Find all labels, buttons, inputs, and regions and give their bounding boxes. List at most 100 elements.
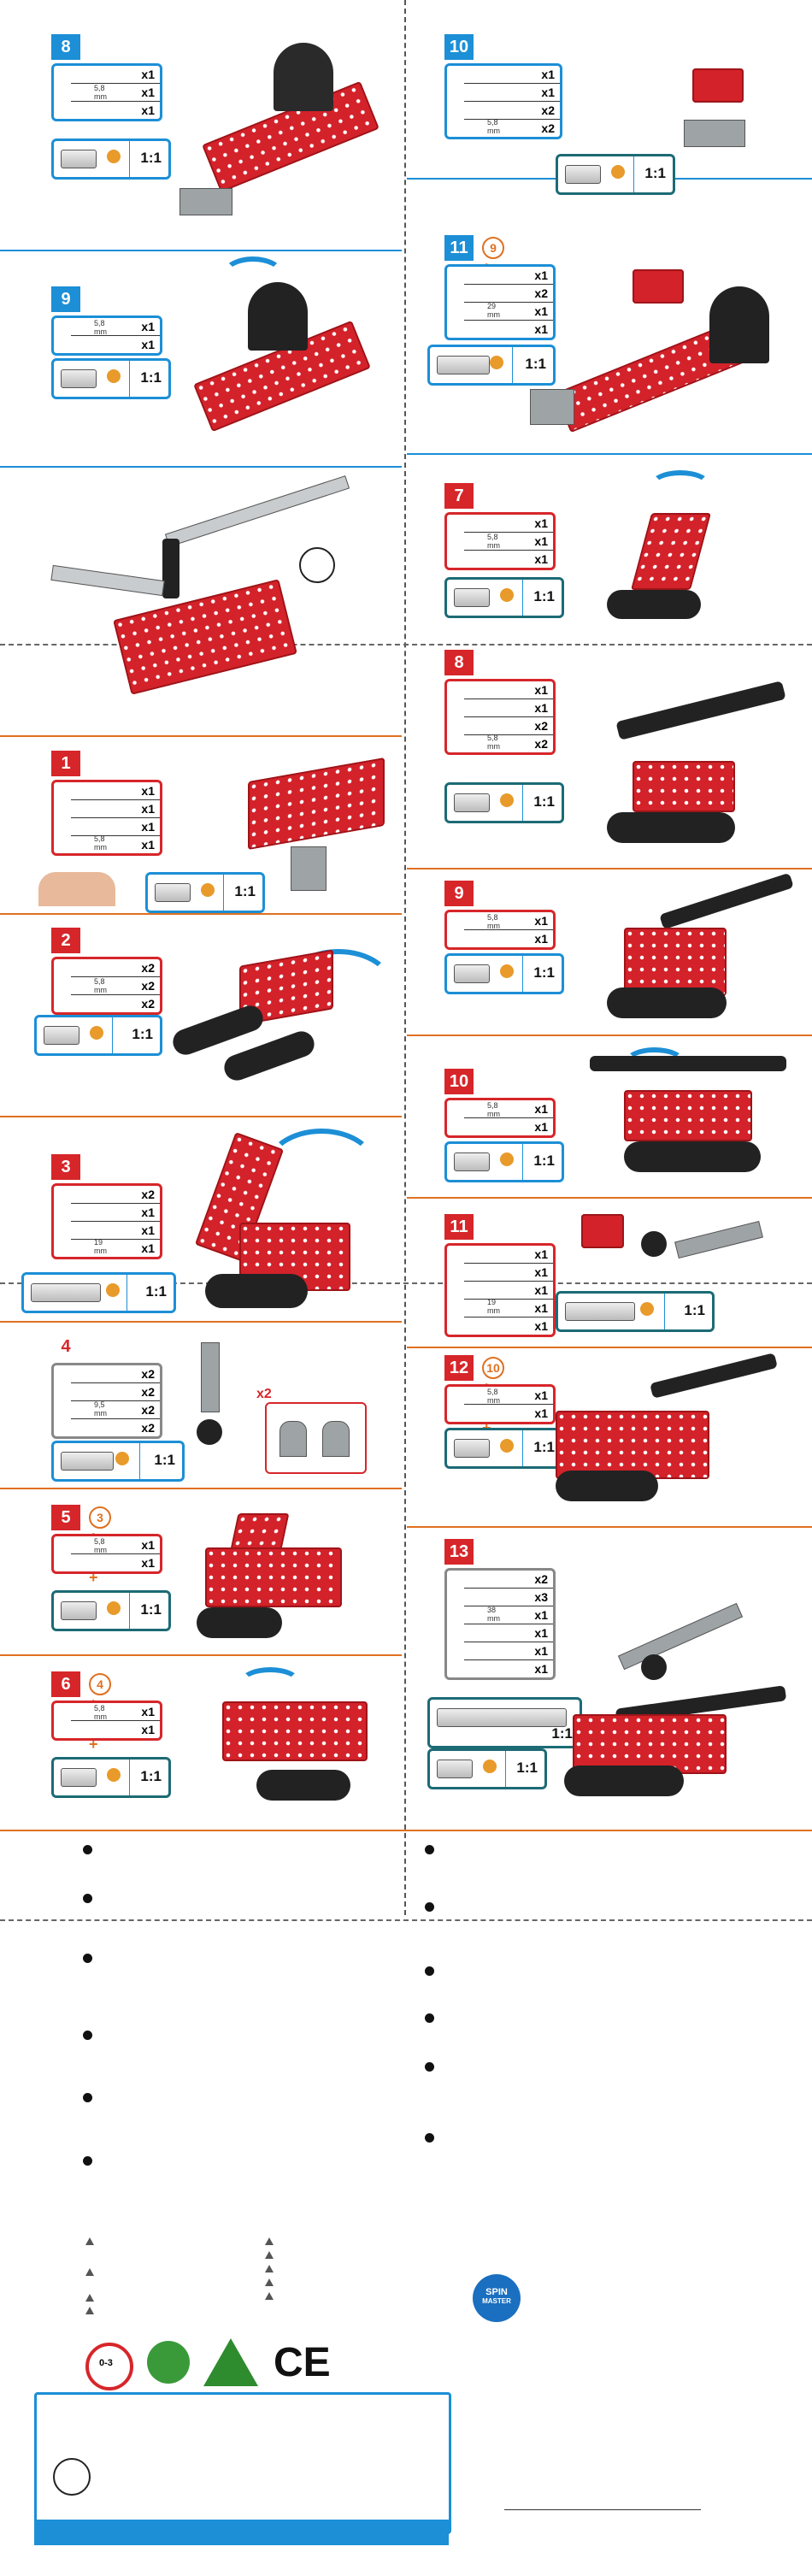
section-divider [0,1116,402,1117]
scale-box: 1:1 [444,953,564,994]
section-divider [407,1197,812,1199]
model-step-2 [169,923,395,1084]
warning-icon [85,2294,94,2302]
bolt-icon [565,1302,635,1321]
part-spec: 19 mm [487,1298,500,1315]
parts-list: x2 x2 x2 x2 [51,1363,162,1439]
warning-icon [85,2268,94,2276]
part-qty: x1 [141,103,155,117]
scale-box: 1:1 [444,577,564,618]
part-qty: x1 [71,800,160,818]
part-spec: 5,8 mm [94,1537,107,1554]
nut-icon [201,883,215,897]
part-qty: x1 [464,699,553,717]
part-qty: x2 [71,977,160,995]
scale-ratio: 1:1 [140,150,162,166]
part-spec: 5,8 mm [94,1704,107,1721]
section-divider [0,1488,402,1489]
parts-list: x1 x1 x2 x2 [444,63,562,139]
nut-icon [107,150,121,163]
part-qty: x1 [71,318,160,336]
step-number: 8 [444,650,474,675]
section-divider [407,1526,812,1528]
section-divider [0,250,402,251]
part-qty: x1 [534,1406,548,1420]
scale-ratio: 1:1 [234,883,256,899]
nut-icon [107,369,121,383]
bolt-icon [437,1760,473,1778]
section-divider [0,1830,812,1831]
bolt-icon [437,356,490,374]
spin-master-logo: SPIN MASTER [473,2274,521,2322]
bolt-icon [61,1452,114,1471]
section-divider [407,453,812,455]
part-spec: 5,8 mm [487,118,500,135]
part-qty: x1 [71,1204,160,1222]
scale-ratio: 1:1 [140,1601,162,1618]
part-spec: 38 mm [487,1606,500,1623]
part-qty: x2 [71,959,160,977]
bolt-icon [31,1283,101,1302]
model-step-8-left [171,34,393,231]
model-step-12-right [547,1351,803,1522]
nut-icon [483,1760,497,1773]
scale-box: 1:1 [427,1748,547,1789]
step-number: 9 [51,286,80,312]
section-divider [0,913,402,915]
bullet [425,2013,434,2023]
warning-icon [265,2278,274,2286]
part-qty: x1 [71,818,160,836]
part-qty: x2 [141,997,155,1011]
part-qty: x1 [71,1222,160,1240]
part-qty: x2 [71,1365,160,1383]
warning-icon [85,2307,94,2314]
bolt-icon [437,1708,567,1727]
multiplier-box: x2 [256,1387,367,1474]
consumer-info-box [34,2392,451,2534]
bolt-icon [454,1152,490,1171]
model-step-4 [188,1334,239,1479]
part-qty: x2 [71,1401,160,1419]
multiplier-label: x2 [256,1387,272,1401]
scale-ratio: 1:1 [684,1302,705,1318]
bullet [83,1845,92,1854]
warning-icon [265,2292,274,2300]
part-spec: 5,8 mm [487,734,500,751]
parts-list: x1 x1 [51,1701,162,1741]
part-qty: x1 [71,66,160,84]
step-number: 5 [51,1505,80,1530]
parts-list: x2 x3 x1 x1 x1 x1 [444,1568,556,1680]
recycle-icon [147,2341,190,2384]
bullet [83,1894,92,1903]
nut-icon [90,1026,103,1040]
nut-icon [500,964,514,978]
part-spec: 5,8 mm [487,533,500,550]
part-spec: 5,8 mm [487,1101,500,1118]
model-step-11-right-b [564,1205,803,1282]
step-number: 8 [51,34,80,60]
nut-icon [500,1152,514,1166]
hand-tightening-illustration [38,855,115,906]
bolt-icon [454,793,490,812]
section-divider [0,466,402,468]
part-qty: x1 [464,1100,553,1118]
part-spec: 5,8 mm [94,319,107,336]
model-step-7-right [590,470,795,633]
parts-list: x1 x1 [444,1098,556,1138]
step-number: 9 [444,881,474,906]
part-spec: 5,8 mm [94,977,107,994]
nut-icon [107,1601,121,1615]
bullet [425,2062,434,2072]
bolt-icon [61,369,97,388]
part-spec: 5,8 mm [487,1388,500,1405]
part-qty: x1 [464,1387,553,1405]
bolt-icon [44,1026,79,1045]
step-number: 1 [51,751,80,776]
part-qty: x1 [464,1264,553,1282]
part-qty: x1 [464,1624,553,1642]
part-qty: x1 [141,338,155,351]
scale-ratio: 1:1 [516,1760,538,1776]
scale-ratio: 1:1 [140,369,162,386]
model-step-5 [188,1505,385,1650]
section-divider [407,1347,812,1348]
